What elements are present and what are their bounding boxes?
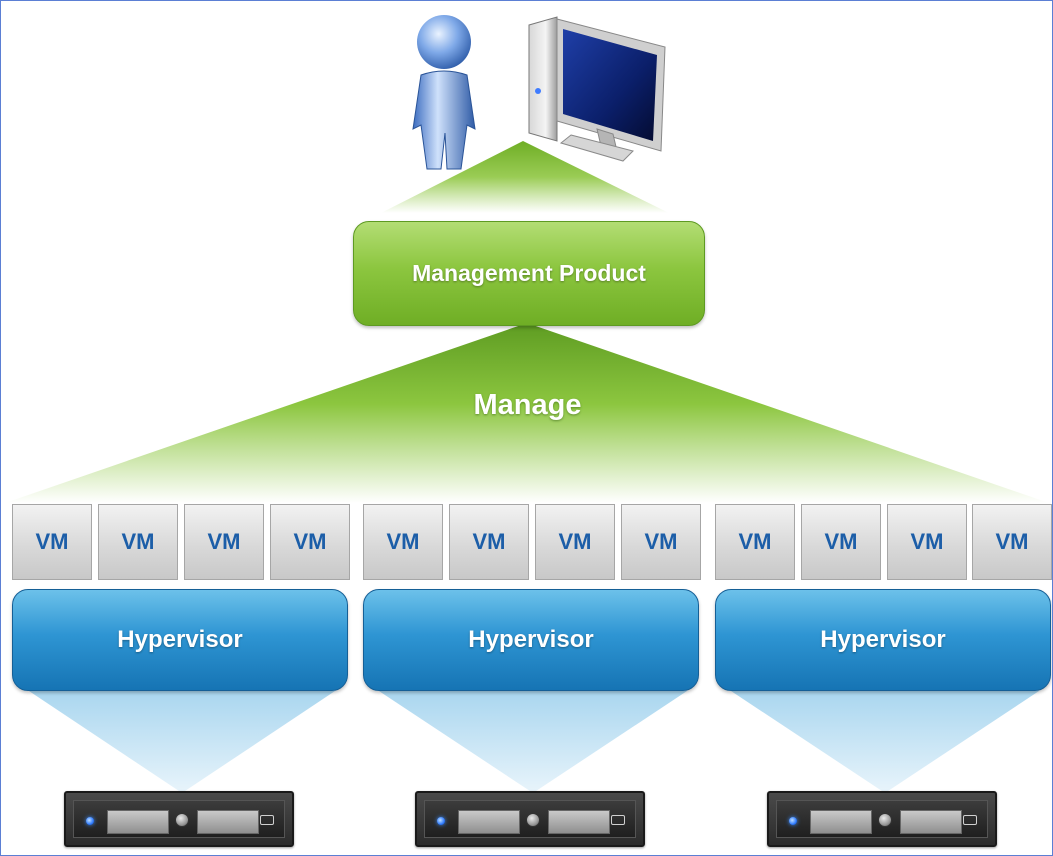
server-icon bbox=[415, 791, 645, 847]
vm-tile: VM bbox=[887, 504, 967, 580]
vm-tile: VM bbox=[363, 504, 443, 580]
vm-tile: VM bbox=[621, 504, 701, 580]
upper-beam bbox=[381, 141, 669, 213]
beam-3 bbox=[731, 691, 1039, 793]
vm-tile: VM bbox=[98, 504, 178, 580]
hypervisor-label: Hypervisor bbox=[468, 626, 594, 653]
vm-tile: VM bbox=[449, 504, 529, 580]
beam-1 bbox=[29, 691, 335, 793]
vm-tile: VM bbox=[715, 504, 795, 580]
hypervisor-label: Hypervisor bbox=[117, 626, 243, 653]
manage-label: Manage bbox=[473, 389, 582, 421]
management-product-box: Management Product bbox=[353, 221, 705, 326]
vm-tile: VM bbox=[270, 504, 350, 580]
vm-tile: VM bbox=[801, 504, 881, 580]
hypervisor-box: Hypervisor bbox=[715, 589, 1051, 691]
vm-tile: VM bbox=[972, 504, 1052, 580]
beam-2 bbox=[379, 691, 687, 793]
server-icon bbox=[64, 791, 294, 847]
vm-tile: VM bbox=[535, 504, 615, 580]
vm-tile: VM bbox=[184, 504, 264, 580]
management-product-label: Management Product bbox=[412, 260, 646, 286]
hypervisor-box: Hypervisor bbox=[12, 589, 348, 691]
vm-tile: VM bbox=[12, 504, 92, 580]
hypervisor-label: Hypervisor bbox=[820, 626, 946, 653]
manage-beam bbox=[5, 323, 1049, 503]
server-icon bbox=[767, 791, 997, 847]
hypervisor-box: Hypervisor bbox=[363, 589, 699, 691]
